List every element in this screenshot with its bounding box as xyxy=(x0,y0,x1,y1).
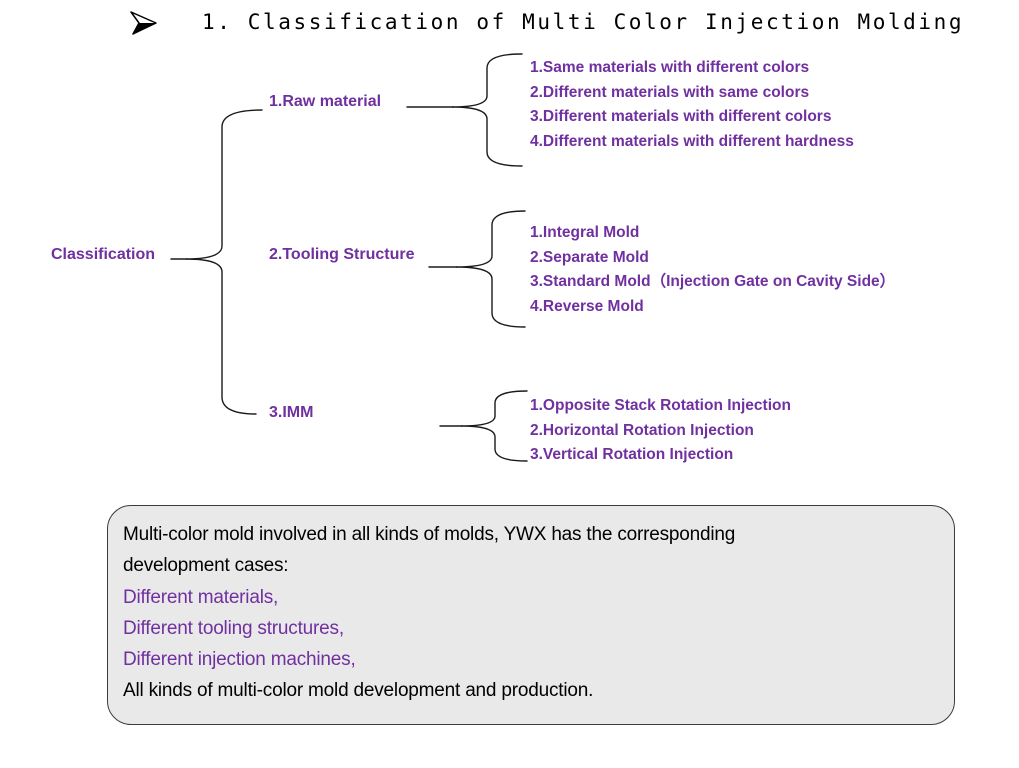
branch-label-raw-material: 1.Raw material xyxy=(269,93,382,110)
slide-title: 1. Classification of Multi Color Injecti… xyxy=(202,10,965,34)
list-item: 1.Opposite Stack Rotation Injection xyxy=(530,397,791,414)
list-item: 2.Horizontal Rotation Injection xyxy=(530,421,754,439)
list-item: 4.Reverse Mold xyxy=(530,297,644,315)
note-line: Different tooling structures, xyxy=(123,617,344,639)
branch3-brace xyxy=(460,390,528,462)
imm-item-list: 1.Opposite Stack Rotation Injection 2.Ho… xyxy=(530,394,791,468)
raw-material-item-list: 1.Same materials with different colors 2… xyxy=(530,56,854,154)
list-item: 3.Different materials with different col… xyxy=(530,108,832,125)
tree-root-label: Classification xyxy=(51,246,156,263)
arrow-bullet-icon xyxy=(130,11,157,35)
branch1-brace xyxy=(451,53,523,167)
note-line: All kinds of multi-color mold developmen… xyxy=(123,680,594,702)
branch-label-tooling-structure: 2.Tooling Structure xyxy=(269,246,415,263)
note-line: development cases: xyxy=(123,555,289,577)
root-brace xyxy=(185,109,263,415)
branch-label-imm: 3.IMM xyxy=(269,404,314,421)
list-item: 4.Different materials with different har… xyxy=(530,132,854,150)
list-item: 3.Vertical Rotation Injection xyxy=(530,446,734,463)
note-box: Multi-color mold involved in all kinds o… xyxy=(107,505,955,725)
list-item: 2.Different materials with same colors xyxy=(530,83,810,101)
note-line: Multi-color mold involved in all kinds o… xyxy=(123,524,736,545)
branch2-brace xyxy=(455,210,526,328)
list-item: 1.Integral Mold xyxy=(530,224,640,241)
note-line: Different materials, xyxy=(123,586,279,608)
list-item: 1.Same materials with different colors xyxy=(530,59,810,76)
list-item: 3.Standard Mold（Injection Gate on Cavity… xyxy=(530,273,896,290)
note-line: Different injection machines, xyxy=(123,649,356,671)
list-item: 2.Separate Mold xyxy=(530,248,649,266)
tooling-structure-item-list: 1.Integral Mold 2.Separate Mold 3.Standa… xyxy=(530,221,895,319)
